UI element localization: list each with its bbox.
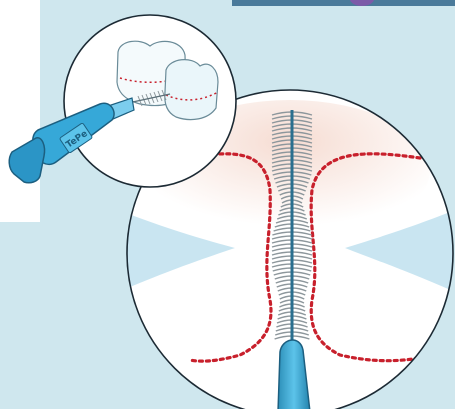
handle-cap bbox=[9, 138, 44, 183]
inset-circle bbox=[64, 15, 236, 187]
front-tooth bbox=[165, 60, 218, 120]
